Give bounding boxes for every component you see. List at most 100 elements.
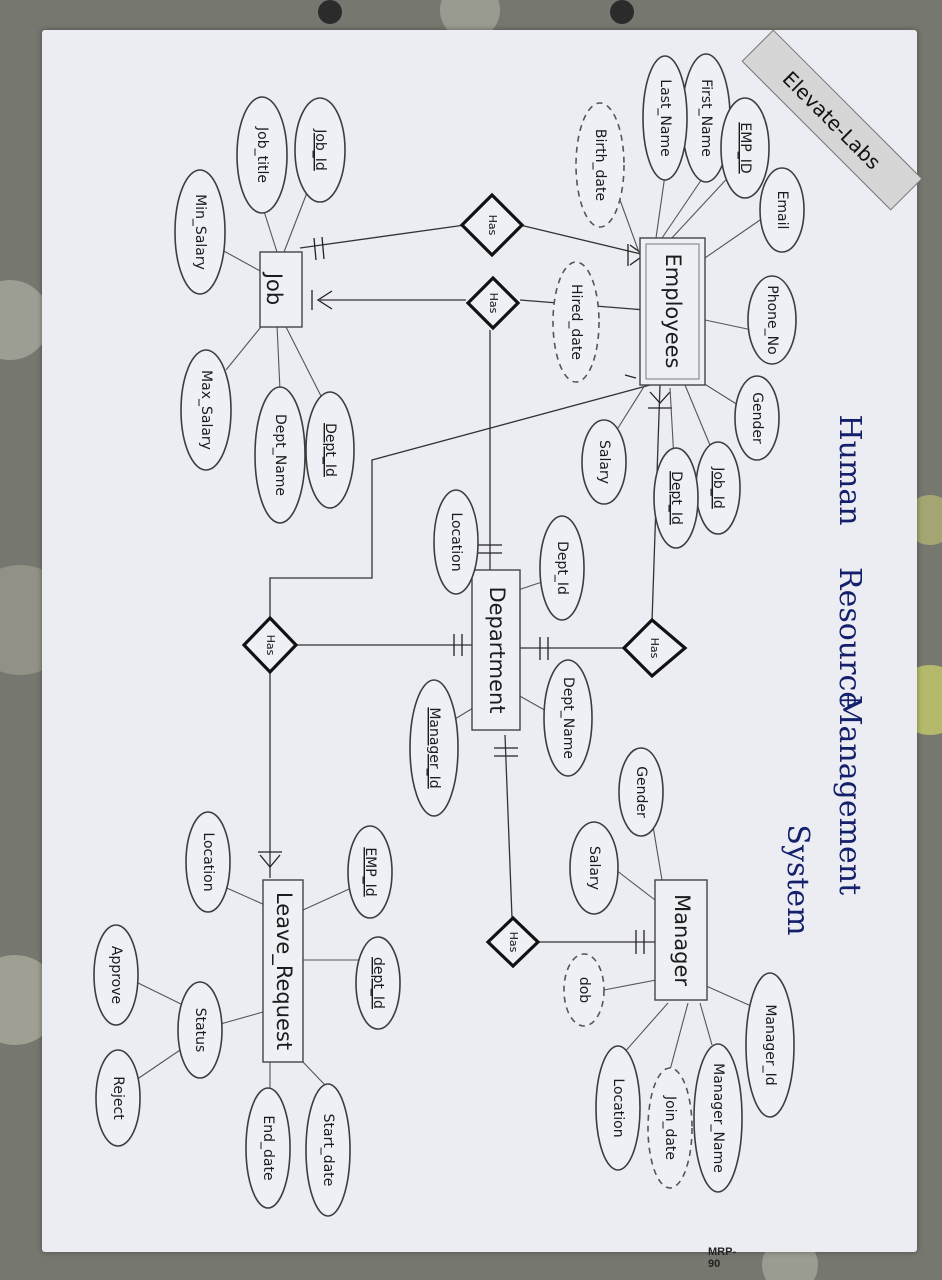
attribute-label: Location (610, 1078, 626, 1137)
attribute-label: Dept_Name (560, 677, 576, 759)
attribute-label: Manager_Id (762, 1004, 778, 1085)
attribute-label: Birth_date (592, 129, 608, 201)
attribute-label: Salary (596, 440, 612, 484)
attribute-label: Approve (108, 946, 124, 1004)
entity-label: Manager (670, 894, 694, 986)
attribute-label: Last_Name (657, 79, 673, 156)
entity-manager: Manager (654, 879, 708, 1001)
attribute-label: Min_Salary (192, 194, 208, 270)
entity-label: Leave_Request (271, 892, 296, 1050)
brand-label: Elevate-Labs (778, 66, 886, 174)
attr-dept-manager-id: Manager_Id (409, 679, 459, 817)
attr-email: Email (759, 167, 805, 253)
attribute-label: End_date (260, 1115, 276, 1180)
attr-leave-end-date: End_date (245, 1087, 291, 1209)
attr-dept-id: Dept_Id (539, 515, 585, 621)
attr-gender: Gender (734, 375, 780, 461)
attr-phone-no: Phone_No (747, 275, 797, 365)
attr-mgr-gender: Gender (618, 747, 664, 837)
attribute-label: Dept_Name (272, 414, 288, 496)
price-label: MRP-90 (708, 1246, 737, 1270)
attribute-label: Gender (749, 392, 765, 444)
attribute-label: Manager_Name (710, 1063, 726, 1173)
attr-hired-date: Hired_date (552, 261, 600, 383)
entity-employees: Employees (639, 237, 706, 386)
attribute-label: Start_date (320, 1114, 336, 1187)
attribute-label: Location (200, 832, 216, 891)
attribute-label: Gender (633, 766, 649, 818)
pin-right-icon (610, 0, 634, 24)
attr-emp-salary: Salary (581, 419, 627, 505)
attr-first-name: First_Name (681, 53, 731, 183)
relationship-job-employees: Has (459, 192, 525, 258)
attr-mgr-salary: Salary (569, 821, 619, 915)
relationship-employees-department: Has (621, 617, 688, 679)
relationship-label: Has (648, 638, 661, 659)
attribute-label: Status (192, 1008, 208, 1053)
relationship-label: Has (507, 932, 520, 953)
title-word: Human (832, 414, 867, 525)
entity-leave-request: Leave_Request (262, 879, 304, 1063)
attribute-label: EMP_Id (362, 847, 378, 896)
attribute-label: Join_date (662, 1095, 678, 1160)
title-word: Management (832, 695, 867, 895)
attr-job-title: Job_title (236, 96, 288, 214)
attr-emp-job-id: Job_Id (695, 441, 741, 535)
attribute-label: Job_Id (710, 466, 726, 509)
attribute-label: Reject (110, 1076, 126, 1120)
attr-mgr-location: Location (595, 1045, 641, 1171)
attribute-label: Location (448, 512, 464, 571)
title-word: Resource (832, 567, 867, 709)
pin-left-icon (318, 0, 342, 24)
entity-job: Job (259, 251, 303, 328)
attr-min-salary: Min_Salary (174, 169, 226, 295)
attr-leave-dept-id: dept_Id (355, 936, 401, 1030)
cardinality-marks (258, 236, 672, 954)
attribute-label: Dept_Id (554, 541, 570, 595)
attribute-label: Salary (586, 846, 602, 890)
relationship-label: Has (486, 215, 499, 236)
attr-leave-emp-id: EMP_Id (347, 825, 393, 919)
attr-last-name: Last_Name (642, 55, 688, 181)
attribute-label: Dept_Id (668, 471, 684, 525)
attribute-label: Hired_date (568, 284, 584, 360)
attr-mgr-manager-id: Manager_Id (745, 972, 795, 1118)
attr-birth-date: Birth_date (575, 102, 625, 228)
attr-leave-approve: Approve (93, 924, 139, 1026)
attr-emp-id: EMP_ID (720, 97, 770, 199)
entity-label: Job (262, 271, 286, 305)
relationship-department-leave: Has (241, 615, 299, 675)
attribute-label: Job_title (254, 126, 270, 183)
attribute-label: EMP_ID (737, 122, 753, 173)
attribute-label: Manager_Id (426, 707, 442, 788)
attribute-label: Email (774, 191, 790, 230)
attr-dept-location: Location (433, 489, 479, 595)
entity-label: Employees (661, 254, 685, 369)
attr-leave-status: Status (177, 981, 223, 1079)
attribute-label: Dept_Id (322, 423, 338, 477)
attr-job-dept-name: Dept_Name (254, 386, 306, 524)
title-word: System (780, 824, 815, 935)
attr-mgr-name: Manager_Name (693, 1043, 743, 1193)
attr-dept-name: Dept_Name (543, 659, 593, 777)
relationship-department-manager: Has (485, 915, 541, 969)
attr-leave-location: Location (185, 811, 231, 913)
relationship-label: Has (487, 293, 500, 314)
entity-label: Department (485, 586, 509, 713)
attribute-label: dob (576, 977, 592, 1003)
attr-max-salary: Max_Salary (180, 349, 232, 471)
relationship-job-department: Has (465, 275, 521, 331)
attribute-label: Job_Id (312, 128, 328, 171)
attr-leave-start-date: Start_date (305, 1083, 351, 1217)
relationship-label: Has (264, 635, 277, 656)
attribute-label: Phone_No (764, 285, 780, 354)
attribute-label: dept_Id (370, 957, 386, 1009)
attribute-label: Max_Salary (198, 370, 214, 450)
attribute-label: First_Name (698, 79, 714, 157)
attr-mgr-join-date: Join_date (647, 1067, 693, 1189)
attr-mgr-dob: dob (563, 953, 605, 1027)
attr-emp-dept-id: Dept_Id (653, 447, 699, 549)
attr-job-dept-id: Dept_Id (305, 391, 355, 509)
attr-leave-reject: Reject (95, 1049, 141, 1147)
